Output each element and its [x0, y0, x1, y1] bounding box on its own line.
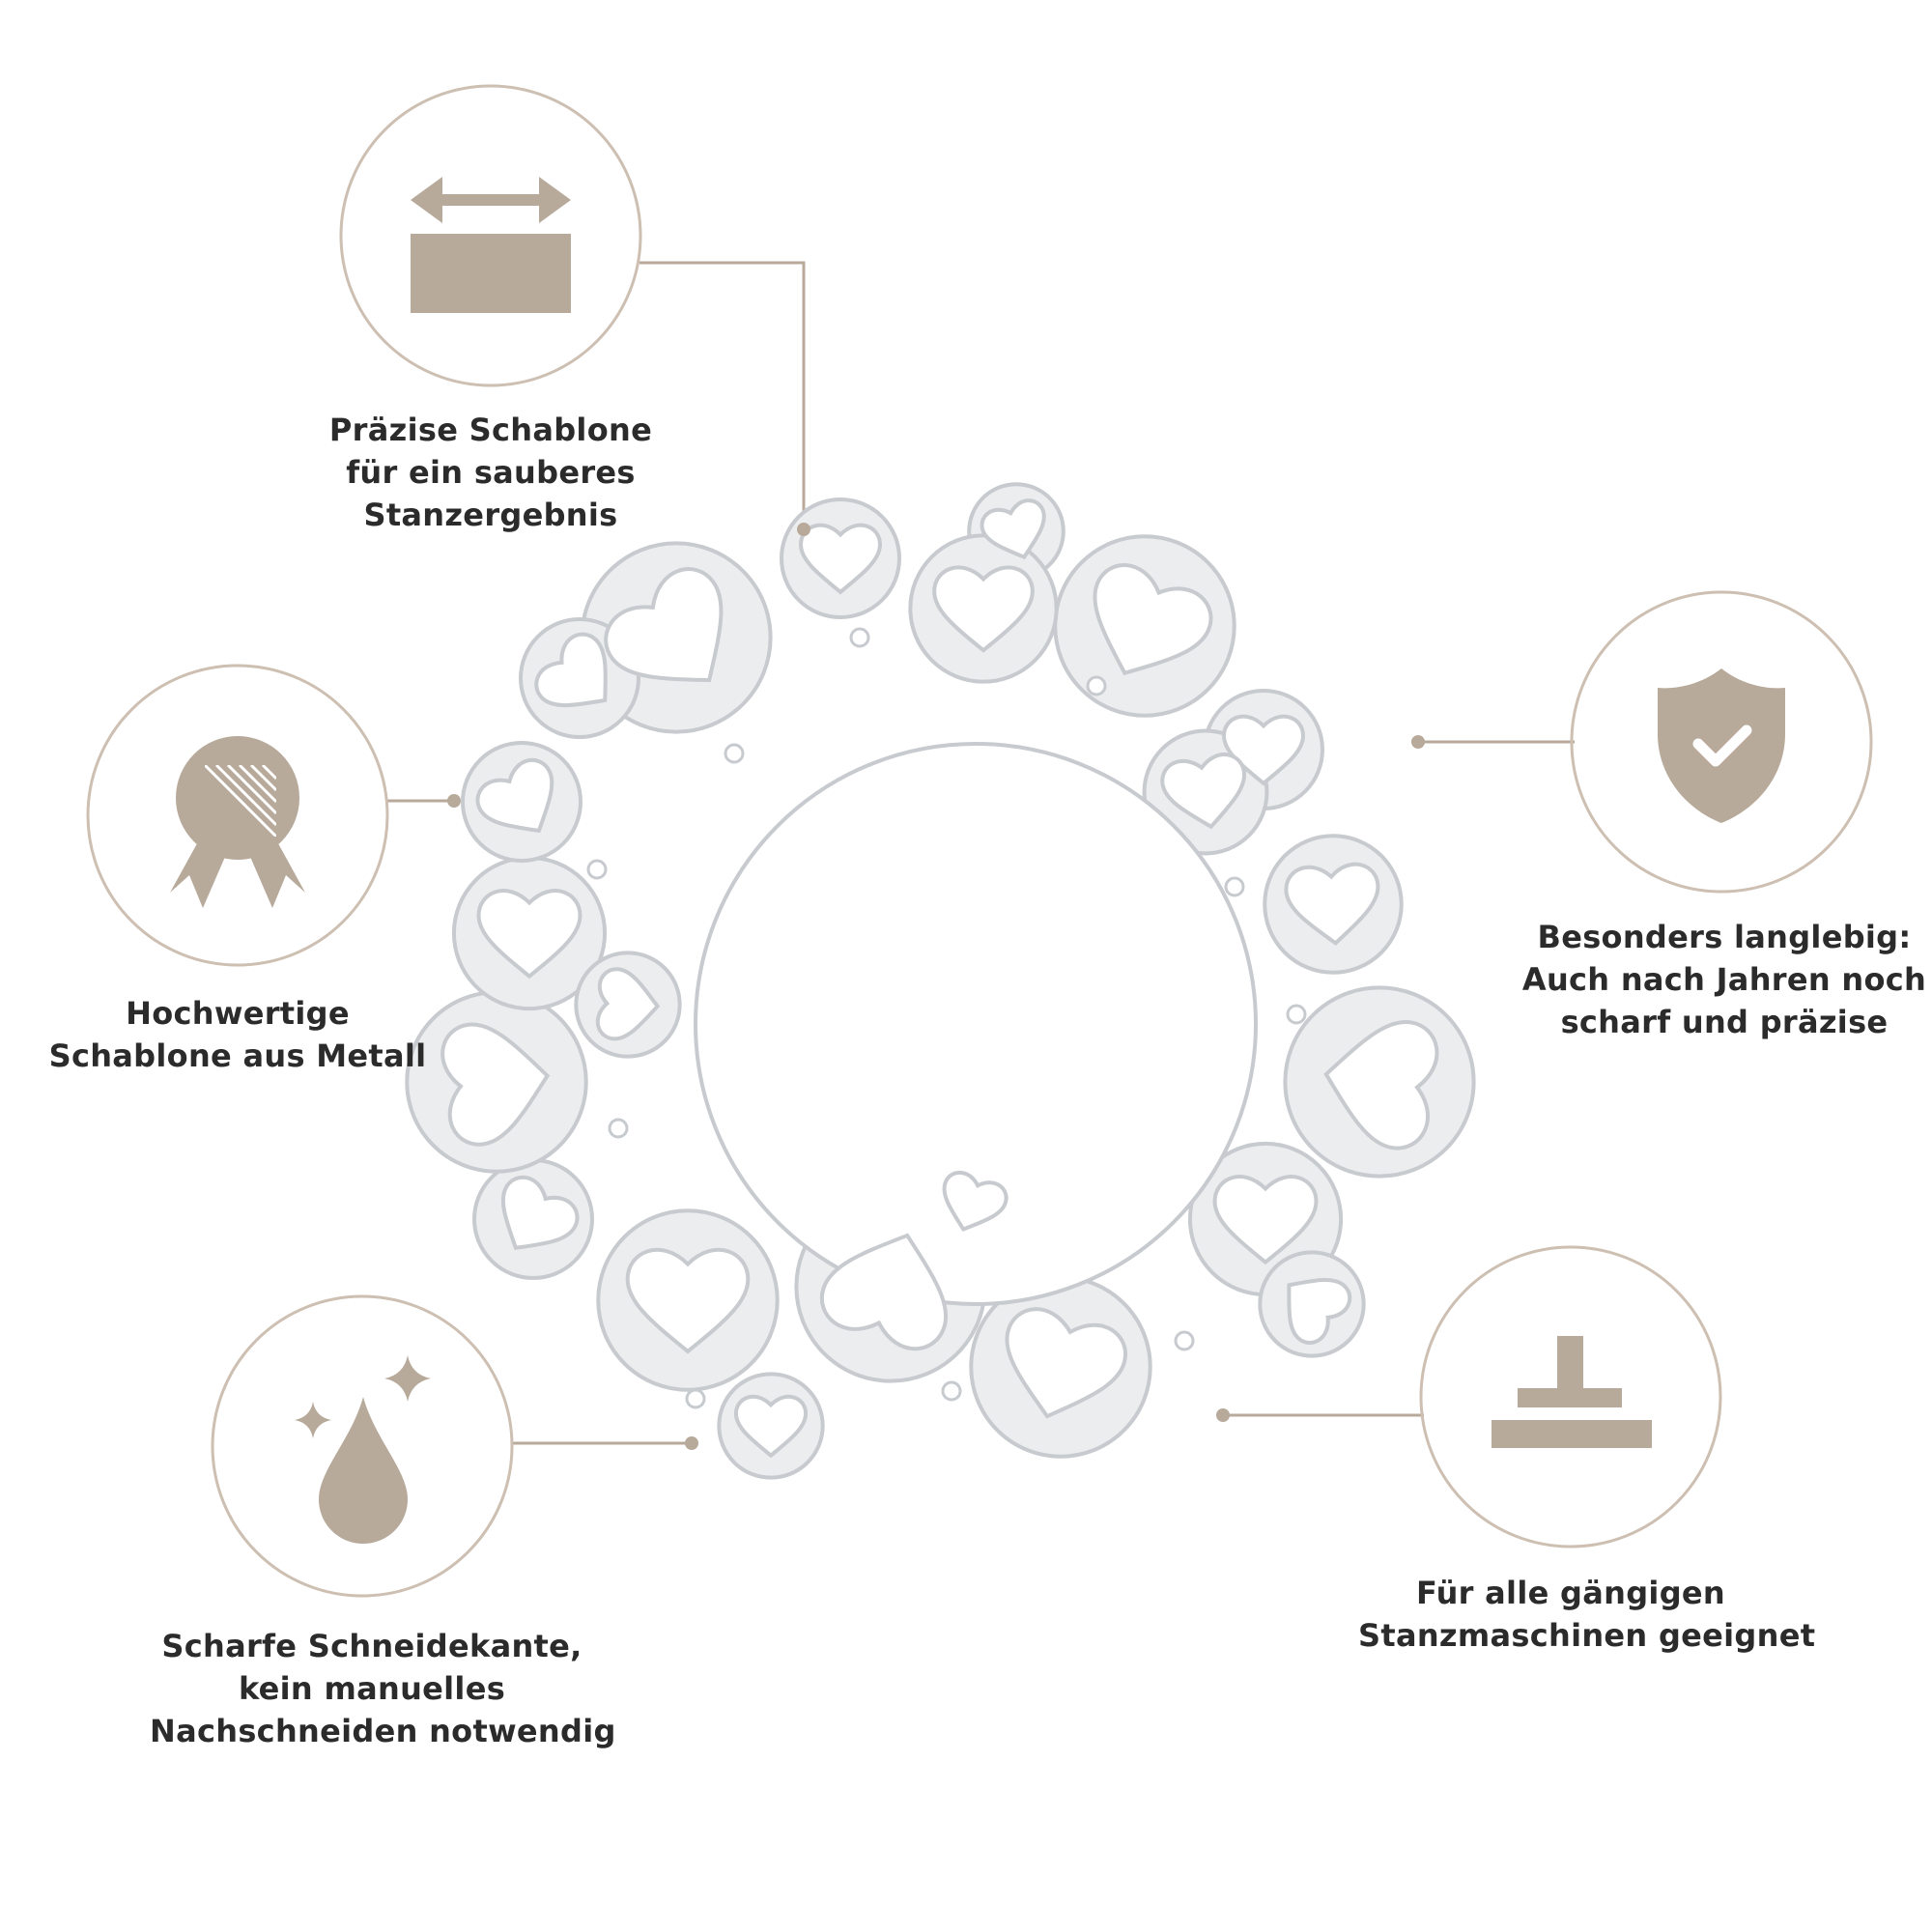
die-cutting-machine-icon — [1492, 1336, 1652, 1448]
dimensions-icon — [411, 177, 571, 313]
feature-text-3: Scharfe Schneidekante, kein manuelles Na… — [150, 1628, 616, 1749]
heart-wreath-die — [405, 484, 1476, 1480]
connector-line-1 — [639, 261, 806, 529]
feature-text-2: Hochwertige Schablone aus Metall — [48, 995, 427, 1074]
feature-circle-3 — [211, 1294, 514, 1598]
connector-lines — [386, 261, 1575, 1445]
connector-dots — [447, 523, 1425, 1450]
drop-sparkle-icon — [295, 1355, 431, 1544]
award-badge-icon — [170, 736, 305, 908]
feature-text-4: Besonders langlebig: Auch nach Jahren no… — [1521, 919, 1927, 1040]
shield-check-icon — [1658, 668, 1785, 823]
feature-text-1: Präzise Schablone für ein sauberes Stanz… — [328, 412, 653, 533]
feature-circle-5 — [1419, 1245, 1722, 1548]
feature-circle-1 — [339, 84, 642, 387]
feature-circle-2 — [86, 664, 389, 967]
feature-circle-4 — [1570, 590, 1873, 894]
feature-text-5: Für alle gängigen Stanzmaschinen geeigne… — [1358, 1575, 1816, 1654]
wreath-center-opening — [694, 742, 1258, 1306]
